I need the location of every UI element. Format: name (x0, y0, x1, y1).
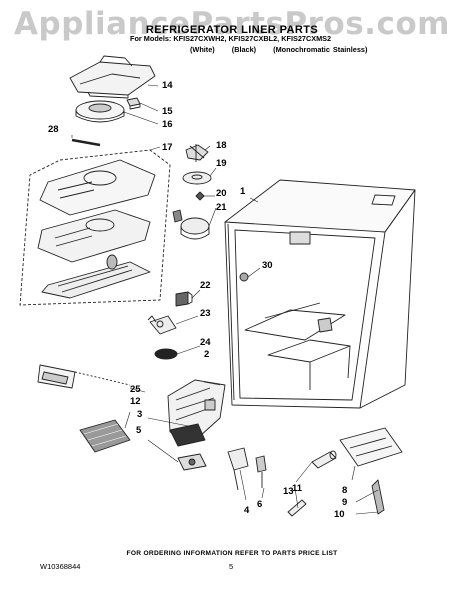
callout-2: 2 (204, 349, 210, 360)
part-6-sensor (255, 455, 267, 488)
callout-3: 3 (137, 409, 143, 420)
part-16-fan-shroud (75, 100, 125, 123)
ordering-footer: FOR ORDERING INFORMATION REFER TO PARTS … (126, 550, 338, 557)
callout-18: 18 (216, 140, 227, 151)
part-20-clip (195, 191, 205, 201)
part-18-fan-blade (185, 144, 209, 162)
callout-15: 15 (162, 106, 173, 117)
watermark: AppliancePartsPros.com (14, 6, 450, 42)
callout-10: 10 (334, 509, 345, 520)
part-28-rod (71, 138, 101, 147)
callout-14: 14 (162, 80, 173, 91)
callout-1: 1 (240, 186, 246, 197)
page-number: 5 (229, 562, 234, 571)
models-line: For Models: KFIS27CXWH2, KFIS27CXBL2, KF… (130, 34, 332, 43)
variant-white: (White) (190, 45, 215, 54)
part-23-bracket (147, 315, 177, 335)
callout-21: 21 (216, 202, 227, 213)
callout-13: 13 (283, 486, 294, 497)
callout-28: 28 (48, 124, 59, 135)
model-variants: (White) (Black) (Monochromatic Stainless… (190, 45, 381, 54)
part-21-fan-motor (172, 209, 210, 240)
part-24-gasket (154, 348, 178, 360)
callout-24: 24 (200, 337, 211, 348)
part-10-strip (371, 479, 385, 515)
part-15-block (126, 97, 141, 110)
part-19-fan-ring (182, 171, 212, 185)
part-12-filter (79, 419, 131, 453)
callout-19: 19 (216, 158, 227, 169)
part-30-cap (239, 272, 249, 282)
callout-16: 16 (162, 119, 173, 130)
part-22-switch (175, 291, 193, 307)
callout-5: 5 (136, 425, 142, 436)
part-4-bracket (227, 447, 249, 491)
callout-22: 22 (200, 280, 211, 291)
callout-17: 17 (162, 142, 173, 153)
callout-9: 9 (342, 497, 348, 508)
callout-11: 11 (292, 483, 303, 494)
part-2-control-housing (167, 379, 226, 437)
callout-20: 20 (216, 188, 227, 199)
callout-12: 12 (130, 396, 141, 407)
part-11-light-cylinder (311, 450, 337, 469)
part-1-liner (224, 179, 416, 409)
callout-6: 6 (257, 499, 263, 510)
callout-4: 4 (244, 505, 250, 516)
callout-23: 23 (200, 308, 211, 319)
document-code: W10368844 (40, 562, 81, 571)
part-25-lens (37, 364, 131, 389)
callout-25: 25 (130, 384, 141, 395)
part-17-evaporator-cover (37, 159, 156, 299)
part-14-cover (69, 55, 156, 99)
callout-30: 30 (262, 260, 273, 271)
page-title: REFRIGERATOR LINER PARTS (145, 24, 319, 36)
variant-black: (Black) (231, 45, 257, 54)
part-5-socket (177, 453, 207, 471)
callout-8: 8 (342, 485, 348, 496)
part-8-light-board (339, 427, 403, 467)
variant-stainless: (Monochromatic Stainless) (273, 45, 368, 54)
